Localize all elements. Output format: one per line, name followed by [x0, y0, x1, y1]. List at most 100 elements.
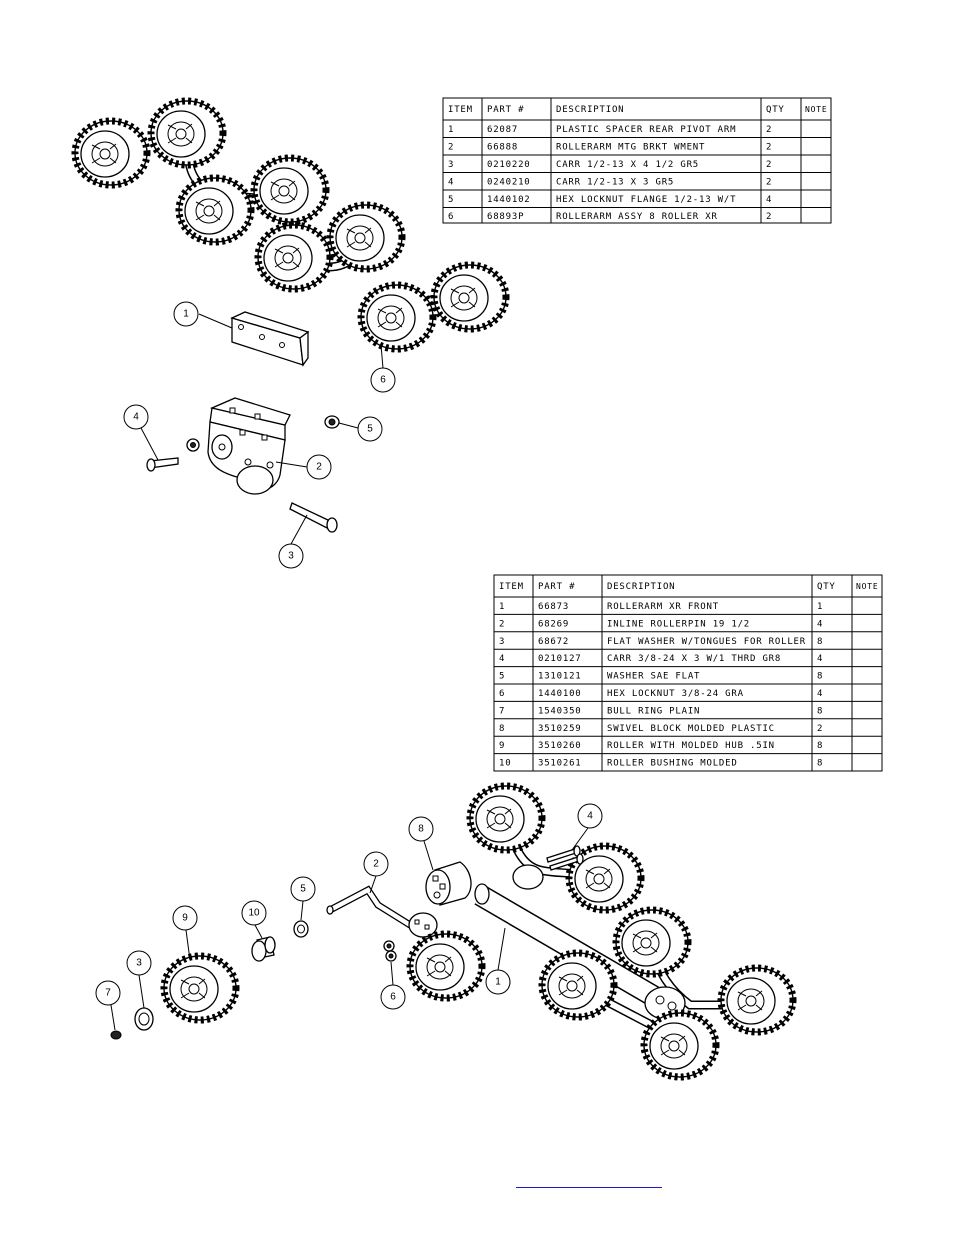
table-top-cell: 2	[448, 143, 454, 153]
table-top-cell: 2	[766, 125, 772, 135]
carriage-bolt-short-part	[146, 457, 179, 472]
table-top-cell: CARR 1/2-13 X 4 1/2 GR5	[556, 160, 699, 170]
callouts-top: 1 2 3 4 5 6	[123, 301, 396, 569]
roller-icon	[179, 178, 251, 242]
table-bottom-cell: ROLLER WITH MOLDED HUB .5IN	[607, 741, 775, 751]
table-top-cell: ROLLERARM ASSY 8 ROLLER XR	[556, 212, 718, 222]
callout-label: 2	[373, 859, 379, 870]
table-bottom-cell: 6	[499, 689, 505, 699]
callout-label: 3	[136, 958, 142, 969]
table-top-cell: 0240210	[487, 178, 531, 188]
callout-label: 7	[105, 988, 111, 999]
callout-label: 8	[418, 824, 424, 835]
table-bottom-cell: ROLLER BUSHING MOLDED	[607, 759, 738, 769]
table-bottom-header-note: NOTE	[856, 582, 878, 591]
table-bottom-header-description: DESCRIPTION	[607, 582, 675, 592]
table-bottom-header-qty: QTY	[817, 582, 836, 592]
table-top-cell: PLASTIC SPACER REAR PIVOT ARM	[556, 125, 736, 135]
table-top-cell: 2	[766, 143, 772, 153]
callout-label: 6	[390, 992, 396, 1003]
table-bottom-cell: HEX LOCKNUT 3/8-24 GRA	[607, 689, 744, 699]
table-bottom-cell: 8	[817, 706, 823, 716]
table-bottom-cell: CARR 3/8-24 X 3 W/1 THRD GR8	[607, 654, 781, 664]
table-bottom-cell: 3	[499, 637, 505, 647]
hex-locknuts-part	[383, 940, 397, 962]
inline-rollerpin-part	[326, 885, 482, 998]
table-bottom-cell: BULL RING PLAIN	[607, 706, 700, 716]
table-top-header-part: PART #	[487, 105, 524, 115]
table-bottom-cell: 4	[817, 689, 823, 699]
footer-link[interactable]	[516, 1175, 662, 1188]
carriage-bolt-long-part	[289, 502, 338, 533]
roller-icon	[361, 285, 433, 349]
table-top-header-qty: QTY	[766, 105, 785, 115]
table-bottom-cell: 4	[817, 619, 823, 629]
bom-table-top: ITEM PART # DESCRIPTION QTY NOTE 1 62087…	[442, 97, 832, 224]
table-bottom-cell: 0210127	[538, 654, 582, 664]
rollerarm-front-assembly	[470, 786, 793, 1077]
roller-icon	[616, 910, 688, 974]
table-top-cell: 68893P	[487, 212, 524, 222]
roller-icon	[542, 953, 614, 1017]
roller-icon	[434, 265, 506, 329]
table-top-header-description: DESCRIPTION	[556, 105, 624, 115]
table-bottom-cell: 1	[499, 602, 505, 612]
table-bottom-cell: SWIVEL BLOCK MOLDED PLASTIC	[607, 724, 775, 734]
table-bottom-cell: 8	[817, 759, 823, 769]
roller-bushing-part	[251, 936, 276, 962]
roller-icon	[151, 101, 223, 165]
table-bottom-cell: 66873	[538, 602, 569, 612]
roller-icon	[721, 968, 793, 1032]
table-top-cell: 1440102	[487, 195, 531, 205]
table-bottom-cell: 5	[499, 672, 505, 682]
table-top-cell: 0210220	[487, 160, 531, 170]
table-bottom-cell: 8	[817, 741, 823, 751]
table-bottom-cell: 8	[817, 637, 823, 647]
table-bottom-cell: 1	[817, 602, 823, 612]
table-top-cell: CARR 1/2-13 X 3 GR5	[556, 178, 674, 188]
callouts-bottom: 1 2 3 4 5 6 7 8 9 10	[95, 803, 603, 1031]
roller-icon	[254, 158, 326, 222]
table-bottom-cell: ROLLERARM XR FRONT	[607, 602, 719, 612]
table-bottom-cell: 1540350	[538, 706, 582, 716]
bom-table-bottom: ITEM PART # DESCRIPTION QTY NOTE 1 66873…	[493, 574, 883, 772]
callout-label: 9	[182, 913, 188, 924]
bull-ring-part	[110, 1030, 122, 1040]
roller-with-hub-part	[164, 956, 236, 1020]
table-bottom-cell: 4	[817, 654, 823, 664]
table-bottom-cell: 8	[817, 672, 823, 682]
callout-label: 3	[288, 551, 294, 562]
table-top-header-note: NOTE	[805, 105, 827, 114]
callout-label: 6	[380, 375, 386, 386]
roller-icon	[75, 121, 147, 185]
table-bottom-header-part: PART #	[538, 582, 575, 592]
rollerarm-assembly-top	[75, 101, 506, 349]
swivel-block-part	[425, 861, 472, 906]
table-top-cell: 5	[448, 195, 454, 205]
callout-label: 5	[367, 424, 373, 435]
table-top-cell: ROLLERARM MTG BRKT WMENT	[556, 143, 705, 153]
table-top-header-item: ITEM	[448, 105, 473, 115]
table-top-cell: 2	[766, 178, 772, 188]
callout-label: 4	[587, 811, 593, 822]
callout-label: 5	[300, 884, 306, 895]
table-bottom-cell: 7	[499, 706, 505, 716]
roller-icon	[330, 205, 402, 269]
table-bottom-cell: INLINE ROLLERPIN 19 1/2	[607, 619, 750, 629]
table-bottom-cell: 1440100	[538, 689, 582, 699]
table-bottom-cell: WASHER SAE FLAT	[607, 672, 700, 682]
table-bottom-cell: 9	[499, 741, 505, 751]
table-bottom-cell: 1310121	[538, 672, 582, 682]
table-bottom-cell: 4	[499, 654, 505, 664]
table-bottom-cell: 68269	[538, 619, 569, 629]
table-bottom-cell: 3510260	[538, 741, 582, 751]
table-bottom-header-item: ITEM	[499, 582, 524, 592]
carriage-bolts-part	[546, 845, 584, 871]
washer-with-tongues-part	[134, 1007, 154, 1031]
table-top-cell: 6	[448, 212, 454, 222]
table-top-cell: 2	[766, 160, 772, 170]
roller-icon	[258, 225, 330, 289]
roller-icon	[164, 956, 236, 1020]
table-bottom-cell: 2	[499, 619, 505, 629]
table-bottom-cell: FLAT WASHER W/TONGUES FOR ROLLER	[607, 637, 806, 647]
